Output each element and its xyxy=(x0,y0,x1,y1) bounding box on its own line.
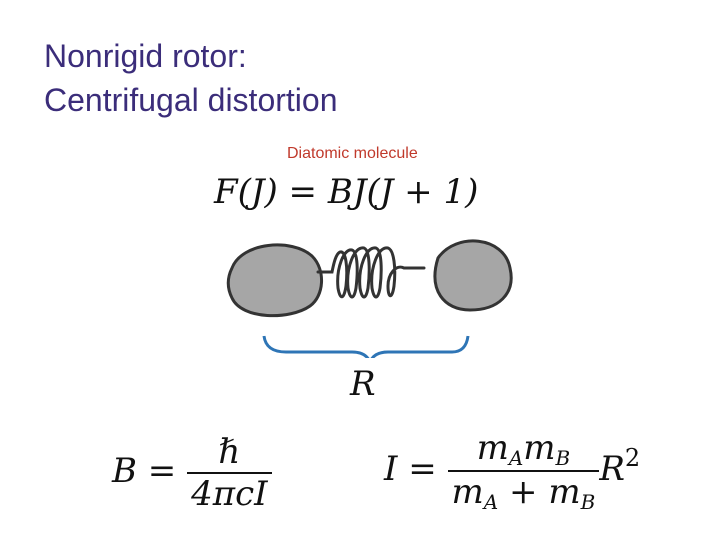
i-den-sub1: A xyxy=(483,490,499,514)
b-lhs: B xyxy=(112,451,137,491)
atom-a xyxy=(226,243,323,318)
i-den-sub2: B xyxy=(580,490,596,514)
bond-length-label: R xyxy=(350,364,376,404)
b-equals: = xyxy=(137,451,188,491)
i-denominator: mA + mB xyxy=(448,472,600,514)
diatomic-molecule-illustration xyxy=(226,239,513,358)
bond-length-brace xyxy=(262,335,470,358)
title-line-2: Centrifugal distortion xyxy=(44,82,338,118)
energy-lhs: F(J) xyxy=(214,172,278,212)
slide-title: Nonrigid rotor: Centrifugal distortion xyxy=(44,34,337,122)
b-fraction-bar xyxy=(187,472,272,474)
i-num-sub1: A xyxy=(508,446,524,470)
i-den-m2: m xyxy=(548,472,581,512)
energy-equals: = xyxy=(277,172,328,212)
i-den-plus: + xyxy=(498,472,549,512)
i-num-sub2: B xyxy=(555,446,571,470)
atom-b xyxy=(433,239,513,312)
i-den-m1: m xyxy=(451,472,484,512)
energy-equation: F(J) = BJ(J + 1) xyxy=(214,172,478,212)
energy-rhs: BJ(J + 1) xyxy=(327,172,479,212)
i-r: R xyxy=(599,449,625,489)
i-numerator: mAmB xyxy=(448,428,600,470)
i-num-m1: m xyxy=(476,428,509,468)
title-line-1: Nonrigid rotor: xyxy=(44,38,247,74)
spring-bond xyxy=(316,246,426,299)
i-fraction-bar xyxy=(447,470,600,472)
i-lhs: I xyxy=(384,449,398,489)
b-numerator: ℏ xyxy=(218,432,241,472)
molecule-caption: Diatomic molecule xyxy=(287,145,418,162)
i-equals: = xyxy=(397,449,448,489)
i-num-m2: m xyxy=(523,428,556,468)
i-r-exponent: 2 xyxy=(624,444,641,472)
b-denominator: 4πcI xyxy=(191,474,268,514)
